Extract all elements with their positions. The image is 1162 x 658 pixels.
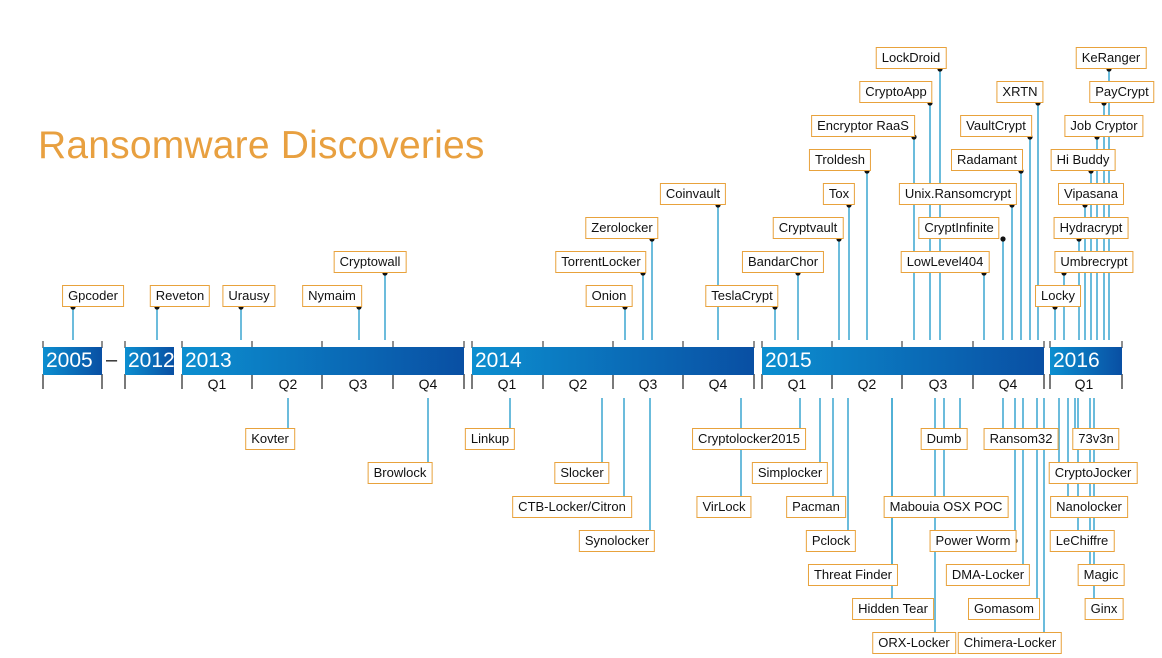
year-segment-2005: 2005 — [43, 347, 102, 375]
event-label-above: Radamant — [951, 149, 1023, 171]
event-label-below: Linkup — [464, 428, 516, 450]
event-label-below: VirLock — [696, 496, 752, 518]
event-label-below: Magic — [1077, 564, 1125, 586]
year-separator: – — [106, 349, 118, 371]
connector-dot — [1000, 236, 1006, 242]
event-label-above: Job Cryptor — [1064, 115, 1144, 137]
event-label-below: Mabouia OSX POC — [883, 496, 1009, 518]
event-label-above: Vipasana — [1058, 183, 1124, 205]
event-label-below: Ransom32 — [983, 428, 1059, 450]
event-label-above: Hi Buddy — [1050, 149, 1116, 171]
event-label-below: Nanolocker — [1050, 496, 1128, 518]
event-label-above: Gpcoder — [62, 285, 124, 307]
event-label-below: Ginx — [1084, 598, 1124, 620]
event-label-below: ORX-Locker — [872, 632, 956, 654]
event-label-below: CTB-Locker/Citron — [512, 496, 632, 518]
event-label-above: Cryptvault — [772, 217, 844, 239]
event-label-above: KeRanger — [1075, 47, 1147, 69]
event-label-above: TeslaCrypt — [705, 285, 779, 307]
page-title: Ransomware Discoveries — [38, 124, 485, 167]
quarter-label: Q2 — [568, 376, 588, 392]
quarter-label: Q4 — [418, 376, 438, 392]
event-label-above: CryptInfinite — [918, 217, 1000, 239]
event-label-above: Troldesh — [808, 149, 872, 171]
event-label-above: TorrentLocker — [555, 251, 647, 273]
quarter-label: Q1 — [207, 376, 227, 392]
event-label-above: LowLevel404 — [900, 251, 990, 273]
event-label-above: PayCrypt — [1089, 81, 1155, 103]
event-label-above: Tox — [822, 183, 856, 205]
event-label-above: Hydracrypt — [1053, 217, 1129, 239]
event-label-above: Nymaim — [302, 285, 362, 307]
event-label-above: Reveton — [149, 285, 211, 307]
quarter-label: Q2 — [857, 376, 877, 392]
event-label-below: Power Worm — [929, 530, 1017, 552]
event-label-above: VaultCrypt — [960, 115, 1032, 137]
quarter-label: Q1 — [497, 376, 517, 392]
event-label-below: 73v3n — [1072, 428, 1120, 450]
year-segment-2012: 2012 — [125, 347, 175, 375]
event-label-above: BandarChor — [741, 251, 825, 273]
event-label-above: Urausy — [222, 285, 276, 307]
year-label: 2015 — [765, 349, 812, 372]
quarter-label: Q3 — [638, 376, 658, 392]
event-label-above: Encryptor RaaS — [811, 115, 915, 137]
event-label-below: Threat Finder — [807, 564, 899, 586]
year-label: 2012 — [128, 349, 175, 372]
event-label-above: Coinvault — [659, 183, 727, 205]
event-label-below: Gomasom — [968, 598, 1040, 620]
quarter-label: Q3 — [928, 376, 948, 392]
event-label-below: Kovter — [245, 428, 295, 450]
event-label-above: Onion — [585, 285, 633, 307]
event-label-above: Zerolocker — [585, 217, 659, 239]
event-label-above: XRTN — [996, 81, 1044, 103]
event-label-above: CryptoApp — [859, 81, 933, 103]
event-label-below: Browlock — [367, 462, 433, 484]
event-label-below: Slocker — [554, 462, 610, 484]
event-label-below: Simplocker — [751, 462, 829, 484]
year-segment-2013: 2013 — [182, 347, 464, 375]
event-label-below: DMA-Locker — [945, 564, 1031, 586]
year-label: 2005 — [46, 349, 93, 372]
quarter-label: Q1 — [787, 376, 807, 392]
event-label-above: Umbrecrypt — [1054, 251, 1134, 273]
event-label-below: Synolocker — [578, 530, 656, 552]
event-label-below: Pacman — [786, 496, 846, 518]
event-label-above: Unix.Ransomcrypt — [898, 183, 1018, 205]
event-label-below: LeChiffre — [1049, 530, 1115, 552]
event-label-below: Chimera-Locker — [957, 632, 1063, 654]
event-label-below: Dumb — [920, 428, 968, 450]
event-label-above: Cryptowall — [333, 251, 407, 273]
event-label-below: CryptoJocker — [1048, 462, 1138, 484]
quarter-label: Q4 — [998, 376, 1018, 392]
quarter-label: Q3 — [348, 376, 368, 392]
quarter-label: Q1 — [1074, 376, 1094, 392]
event-label-above: Locky — [1035, 285, 1081, 307]
event-label-below: Hidden Tear — [852, 598, 934, 620]
event-label-below: Pclock — [805, 530, 857, 552]
event-label-above: LockDroid — [875, 47, 947, 69]
year-label: 2014 — [475, 349, 522, 372]
year-segment-2015: 2015 — [762, 347, 1044, 375]
quarter-label: Q4 — [708, 376, 728, 392]
year-label: 2016 — [1053, 349, 1100, 372]
year-segment-2014: 2014 — [472, 347, 754, 375]
quarter-label: Q2 — [278, 376, 298, 392]
event-label-below: Cryptolocker2015 — [692, 428, 806, 450]
year-segment-2016: 2016 — [1050, 347, 1122, 375]
year-label: 2013 — [185, 349, 232, 372]
